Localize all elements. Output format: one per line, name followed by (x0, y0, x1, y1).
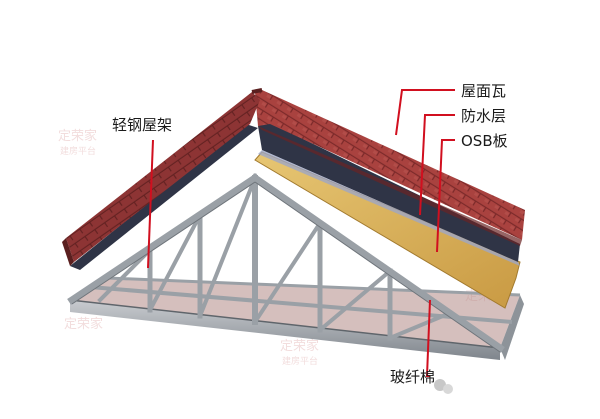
leader-waterproof (419, 114, 455, 216)
ridge-line (251, 88, 263, 94)
wechat-icon (434, 379, 453, 394)
watermark-brand-2: 定荣家 (280, 338, 319, 354)
tile-left-edge (62, 238, 74, 266)
watermark-group: 定荣家 建房平台 定荣家 建房平台 定荣家 定荣家 (58, 128, 504, 367)
tile-layer-left (66, 92, 260, 262)
label-insulation: 玻纤棉 (390, 368, 435, 386)
watermark-sub-2: 建房平台 (282, 355, 318, 367)
front-truss-shadow (71, 181, 501, 353)
leader-tiles (395, 89, 455, 136)
leader-lines (147, 89, 455, 377)
front-truss (67, 173, 505, 353)
leader-insulation (425, 299, 431, 377)
watermark-brand: 定荣家 (58, 128, 97, 144)
tile-edge (258, 126, 522, 246)
leader-osb (436, 139, 455, 253)
label-frame: 轻钢屋架 (112, 116, 172, 134)
label-waterproof: 防水层 (461, 107, 506, 125)
leader-frame (147, 139, 154, 269)
watermark-sub: 建房平台 (60, 145, 96, 157)
watermark-brand-4: 定荣家 (64, 316, 103, 332)
membrane-left (70, 124, 258, 270)
membrane-edge (258, 150, 520, 266)
label-osb: OSB板 (461, 132, 508, 150)
label-tiles: 屋面瓦 (461, 82, 506, 100)
tile-layer-right (255, 90, 525, 240)
